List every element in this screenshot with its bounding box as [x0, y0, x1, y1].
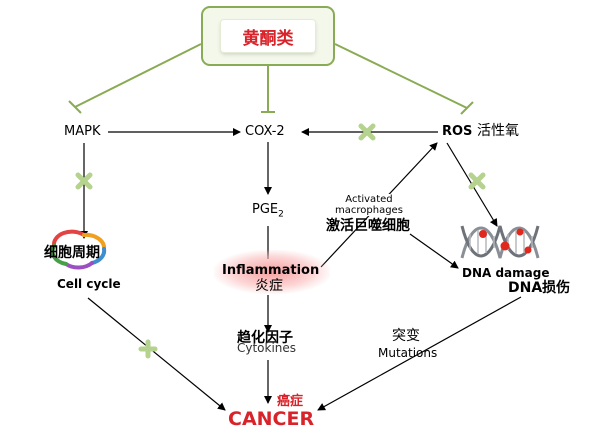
- inhibition-lines: [68, 43, 474, 115]
- mutations-zh-label: 突变: [392, 328, 420, 344]
- pge2-subscript: 2: [278, 209, 284, 220]
- mapk-label: MAPK: [64, 124, 101, 139]
- cancer-zh-label: 癌症: [277, 394, 304, 409]
- ros-label: ROS: [442, 124, 473, 139]
- cross-marker-mapk-cellcycle: [75, 172, 93, 190]
- cancer-label: CANCER: [228, 408, 315, 430]
- cell-cycle-label: Cell cycle: [57, 277, 121, 291]
- arrow-cellcycle-to-cancer: [87, 297, 226, 411]
- cross-markers: [75, 123, 486, 190]
- activated-macrophages-zh-label: 激活巨噬细胞: [326, 218, 410, 234]
- inflammation-label: Inflammation: [222, 263, 320, 278]
- cell-cycle-ring-icon: [50, 229, 107, 270]
- ros-zh-label: 活性氧: [477, 123, 519, 139]
- arrow-inflammation-to-dna: [409, 233, 459, 269]
- inhibit-line-mapk: [74, 43, 202, 108]
- cox2-label: COX-2: [245, 124, 285, 139]
- flavonoids-label: 黄酮类: [242, 28, 294, 49]
- arrow-mutations-to-cancer: [317, 296, 522, 411]
- inflammation-glow: [214, 250, 330, 294]
- flavonoids-label-panel: 黄酮类: [221, 20, 315, 52]
- dna-helix-icon: [460, 225, 540, 259]
- cytokines-zh-label: 趋化因子: [237, 330, 293, 346]
- flavonoids-box: 黄酮类: [201, 6, 335, 66]
- mutations-label: Mutations: [378, 346, 438, 360]
- cytokines-label: Cytokines: [237, 341, 297, 355]
- pge2-text: PGE: [252, 202, 279, 217]
- cell-cycle-zh-label: 细胞周期: [44, 245, 100, 261]
- inflammation-zh-label: 炎症: [255, 278, 283, 294]
- plus-marker-cellcycle-cancer: [138, 339, 158, 359]
- cross-marker-ros-cox2: [358, 123, 376, 141]
- cross-marker-ros-dna: [468, 172, 486, 190]
- dna-damage-label: DNA damage: [462, 266, 550, 280]
- activated-macrophages-label: Activated macrophages: [335, 194, 403, 216]
- pge2-label: PGE2: [252, 203, 284, 220]
- dna-damage-zh-label: DNA损伤: [508, 280, 571, 296]
- inhibit-bar-ros: [460, 101, 474, 115]
- inhibit-line-ros: [334, 43, 468, 109]
- inhibit-bar-mapk: [68, 100, 82, 114]
